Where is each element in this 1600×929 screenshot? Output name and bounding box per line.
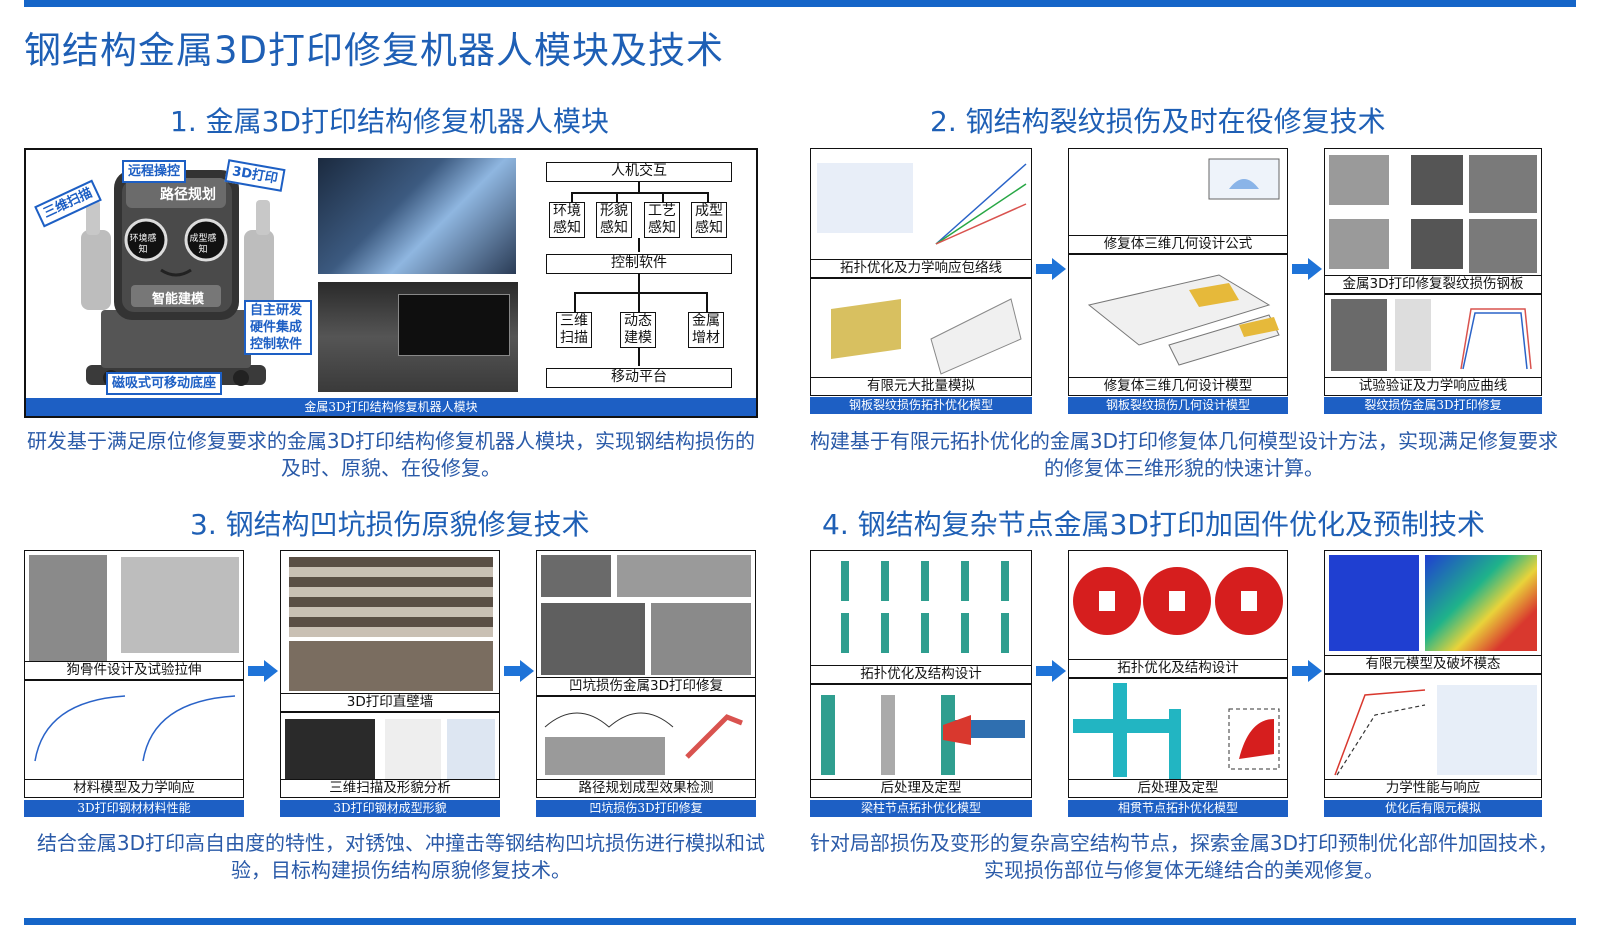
section-3-title: 3. 钢结构凹坑损伤原貌修复技术 bbox=[190, 508, 590, 541]
section-2-title: 2. 钢结构裂纹损伤及时在役修复技术 bbox=[930, 105, 1386, 138]
eye-left-label: 环境感知 bbox=[129, 234, 157, 255]
s2-col3-top: 金属3D打印修复裂纹损伤钢板 bbox=[1324, 148, 1542, 294]
section-4-title: 4. 钢结构复杂节点金属3D打印加固件优化及预制技术 bbox=[822, 508, 1485, 541]
s3-col1-top: 狗骨件设计及试验拉伸 bbox=[24, 550, 244, 680]
s4-col2-bottom: 后处理及定型 bbox=[1068, 678, 1288, 798]
s4-col1-bottom-label: 后处理及定型 bbox=[811, 779, 1031, 797]
tag-magnetic-base: 磁吸式可移动底座 bbox=[106, 372, 223, 395]
s2-col3-top-label: 金属3D打印修复裂纹损伤钢板 bbox=[1325, 275, 1541, 293]
section-4-description: 针对局部损伤及变形的复杂高空结构节点，探索金属3D打印预制优化部件加固技术，实现… bbox=[809, 831, 1559, 882]
s3-col3-caption: 凹坑损伤3D打印修复 bbox=[536, 800, 756, 817]
s3-col2-caption: 3D打印钢材成型形貌 bbox=[280, 800, 500, 817]
s2-col2-bottom: 修复体三维几何设计模型 bbox=[1068, 254, 1288, 396]
s3-col1-bottom-graphic bbox=[34, 695, 236, 762]
s2-col2-bottom-label: 修复体三维几何设计模型 bbox=[1069, 377, 1287, 395]
s2-col1-top: 拓扑优化及力学响应包络线 bbox=[810, 148, 1032, 278]
smart-modeling-label: 智能建模 bbox=[151, 292, 204, 307]
s2-col3-bottom-label: 试验验证及力学响应曲线 bbox=[1325, 377, 1541, 395]
flow-module-scan: 三维扫描 bbox=[556, 312, 592, 348]
flow-module-modeling: 动态建模 bbox=[620, 312, 656, 348]
section-1-title: 1. 金属3D打印结构修复机器人模块 bbox=[170, 105, 609, 138]
tag-software: 自主研发硬件集成控制软件 bbox=[244, 300, 312, 355]
s3-col2-top-label: 3D打印直壁墙 bbox=[281, 693, 499, 711]
s4-col2-bottom-label: 后处理及定型 bbox=[1069, 779, 1287, 797]
s3-col1-top-label: 狗骨件设计及试验拉伸 bbox=[25, 661, 243, 679]
s3-col2-top: 3D打印直壁墙 bbox=[280, 550, 500, 712]
robot-illustration bbox=[81, 170, 274, 386]
s2-col3-caption: 裂纹损伤金属3D打印修复 bbox=[1324, 397, 1542, 414]
s3-col2-bottom: 三维扫描及形貌分析 bbox=[280, 712, 500, 798]
s3-col1-caption: 3D打印钢材材料性能 bbox=[24, 800, 244, 817]
flow-human-interaction: 人机交互 bbox=[546, 162, 732, 182]
s2-col1-top-label: 拓扑优化及力学响应包络线 bbox=[811, 259, 1031, 277]
s4-col3-top: 有限元模型及破坏模态 bbox=[1324, 550, 1542, 674]
bottom-accent-bar bbox=[24, 918, 1576, 925]
s2-col2-top: 修复体三维几何设计公式 bbox=[1068, 148, 1288, 254]
s2-col1-caption: 钢板裂纹损伤拓扑优化模型 bbox=[810, 397, 1032, 414]
s3-col3-bottom: 路径规划成型效果检测 bbox=[536, 696, 756, 798]
s2-col1-bottom: 有限元大批量模拟 bbox=[810, 278, 1032, 396]
s3-col3-top: 凹坑损伤金属3D打印修复 bbox=[536, 550, 756, 696]
s4-col1-top-graphic bbox=[841, 561, 1009, 653]
s2-col2-caption: 钢板裂纹损伤几何设计模型 bbox=[1068, 397, 1288, 414]
s4-col3-top-label: 有限元模型及破坏模态 bbox=[1325, 655, 1541, 673]
s4-col2-top-label: 拓扑优化及结构设计 bbox=[1069, 659, 1287, 677]
s4-col1-top-label: 拓扑优化及结构设计 bbox=[811, 665, 1031, 683]
s4-col2-bottom-graphic bbox=[1073, 683, 1280, 779]
s4-col3-bottom-label: 力学性能与响应 bbox=[1325, 779, 1541, 797]
top-accent-bar bbox=[24, 0, 1576, 7]
flow-module-additive: 金属增材 bbox=[688, 312, 724, 348]
robot-welding-photo bbox=[318, 158, 516, 274]
section-1-frame: 路径规划 环境感知 成型感知 智能建模 远程操控 3D打印 三维扫描 自主研发硬… bbox=[24, 148, 758, 418]
flow-sensing-env: 环境感知 bbox=[549, 202, 585, 238]
page-title: 钢结构金属3D打印修复机器人模块及技术 bbox=[24, 29, 725, 72]
s2-col2-bottom-graphic bbox=[1087, 274, 1280, 366]
s4-col3-caption: 优化后有限元模拟 bbox=[1324, 800, 1542, 817]
s3-col2-bottom-label: 三维扫描及形貌分析 bbox=[281, 779, 499, 797]
tag-remote-control: 远程操控 bbox=[122, 160, 187, 183]
flow-control-software: 控制软件 bbox=[546, 254, 732, 274]
s3-col1-bottom-label: 材料模型及力学响应 bbox=[25, 779, 243, 797]
s2-col1-bottom-label: 有限元大批量模拟 bbox=[811, 377, 1031, 395]
flow-sensing-process: 工艺感知 bbox=[644, 202, 680, 238]
s4-col2-top-graphic bbox=[1073, 567, 1283, 635]
section-1-description: 研发基于满足原位修复要求的金属3D打印结构修复机器人模块，实现钢结构损伤的及时、… bbox=[26, 429, 756, 480]
s3-col3-bottom-label: 路径规划成型效果检测 bbox=[537, 779, 755, 797]
s2-col1-bottom-graphic bbox=[831, 298, 1022, 375]
section-1-caption: 金属3D打印结构修复机器人模块 bbox=[26, 398, 756, 416]
control-software-photo bbox=[318, 282, 518, 392]
s4-col2-caption: 相贯节点拓扑优化模型 bbox=[1068, 800, 1288, 817]
s4-col1-bottom-graphic bbox=[821, 695, 1025, 775]
s3-col1-bottom: 材料模型及力学响应 bbox=[24, 680, 244, 798]
s3-col3-bottom-graphic bbox=[544, 712, 743, 775]
path-planning-label: 路径规划 bbox=[160, 187, 216, 203]
s4-col1-caption: 梁柱节点拓扑优化模型 bbox=[810, 800, 1032, 817]
s2-col3-bottom: 试验验证及力学响应曲线 bbox=[1324, 294, 1542, 396]
flow-mobile-platform: 移动平台 bbox=[546, 368, 732, 388]
s2-col1-top-graphic bbox=[817, 163, 1027, 245]
s2-col2-top-graphic bbox=[1208, 158, 1280, 200]
s3-col3-top-label: 凹坑损伤金属3D打印修复 bbox=[537, 677, 755, 695]
section-2-description: 构建基于有限元拓扑优化的金属3D打印修复体几何模型设计方法，实现满足修复要求的修… bbox=[809, 429, 1559, 480]
s4-col2-top: 拓扑优化及结构设计 bbox=[1068, 550, 1288, 678]
s4-col1-bottom: 后处理及定型 bbox=[810, 684, 1032, 798]
eye-right-label: 成型感知 bbox=[189, 234, 217, 255]
s4-col3-bottom: 力学性能与响应 bbox=[1324, 674, 1542, 798]
s4-col1-top: 拓扑优化及结构设计 bbox=[810, 550, 1032, 684]
s2-col2-top-label: 修复体三维几何设计公式 bbox=[1069, 235, 1287, 253]
s4-col3-bottom-graphic bbox=[1334, 685, 1537, 776]
section-3-description: 结合金属3D打印高自由度的特性，对锈蚀、冲撞击等钢结构凹坑损伤进行模拟和试验，目… bbox=[36, 831, 766, 882]
flow-sensing-shape: 形貌感知 bbox=[596, 202, 632, 238]
flow-sensing-forming: 成型感知 bbox=[691, 202, 727, 238]
